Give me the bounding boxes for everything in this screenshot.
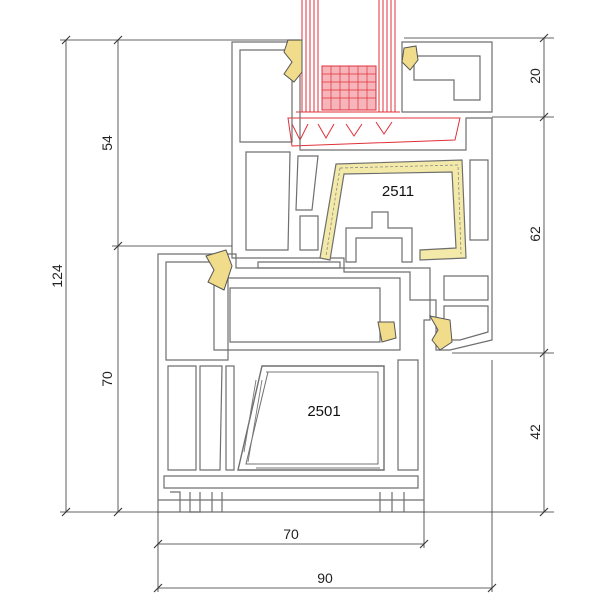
dim-total-width: 90 bbox=[317, 570, 333, 586]
gaskets bbox=[205, 39, 453, 351]
glazing-unit bbox=[287, 0, 461, 147]
frame-profile bbox=[157, 253, 431, 513]
sash-centre-web bbox=[345, 211, 413, 263]
label-sash-reinforcement: 2511 bbox=[382, 183, 414, 200]
label-frame-reinforcement: 2501 bbox=[307, 403, 340, 420]
dim-frame-height: 70 bbox=[99, 371, 115, 387]
dim-glass-to-frame: 54 bbox=[99, 135, 115, 151]
dim-top-sash: 20 bbox=[527, 68, 543, 84]
dimension-lines bbox=[60, 33, 554, 593]
dim-sash-height: 62 bbox=[527, 226, 543, 242]
dim-total-height: 124 bbox=[49, 264, 65, 288]
dim-frame-width: 70 bbox=[283, 526, 299, 542]
sash-reinforcement bbox=[319, 159, 467, 261]
frame-reinforcement bbox=[237, 365, 385, 471]
dim-frame-lower: 42 bbox=[527, 424, 543, 440]
sash-profile bbox=[231, 41, 493, 351]
